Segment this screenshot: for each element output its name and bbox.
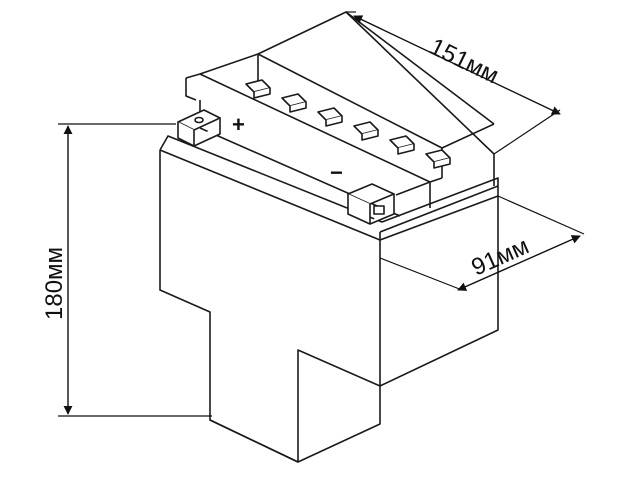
width-label: 91мм: [467, 233, 533, 282]
length-dimension-line: [353, 15, 561, 115]
battery-right-step: [297, 386, 381, 463]
dimension-lines: [63, 15, 581, 415]
vent-caps: [245, 79, 451, 169]
battery-top-rim-inner: [159, 149, 499, 241]
positive-terminal: [177, 109, 221, 147]
positive-sign: +: [232, 112, 245, 137]
extension-lines: [58, 11, 585, 417]
vent-cap: [317, 107, 343, 127]
vent-cap: [425, 149, 451, 169]
width-dimension-line: [457, 235, 581, 291]
vent-cap: [353, 121, 379, 141]
vent-cap: [245, 79, 271, 99]
vent-cap: [389, 135, 415, 155]
negative-terminal: [347, 183, 395, 225]
negative-sign: −: [330, 160, 343, 185]
battery-bottom-edge: [209, 419, 299, 463]
battery-left-face: [159, 150, 381, 463]
vent-cap: [281, 93, 307, 113]
height-label: 180мм: [41, 247, 68, 320]
battery-top-rim: [159, 135, 499, 223]
